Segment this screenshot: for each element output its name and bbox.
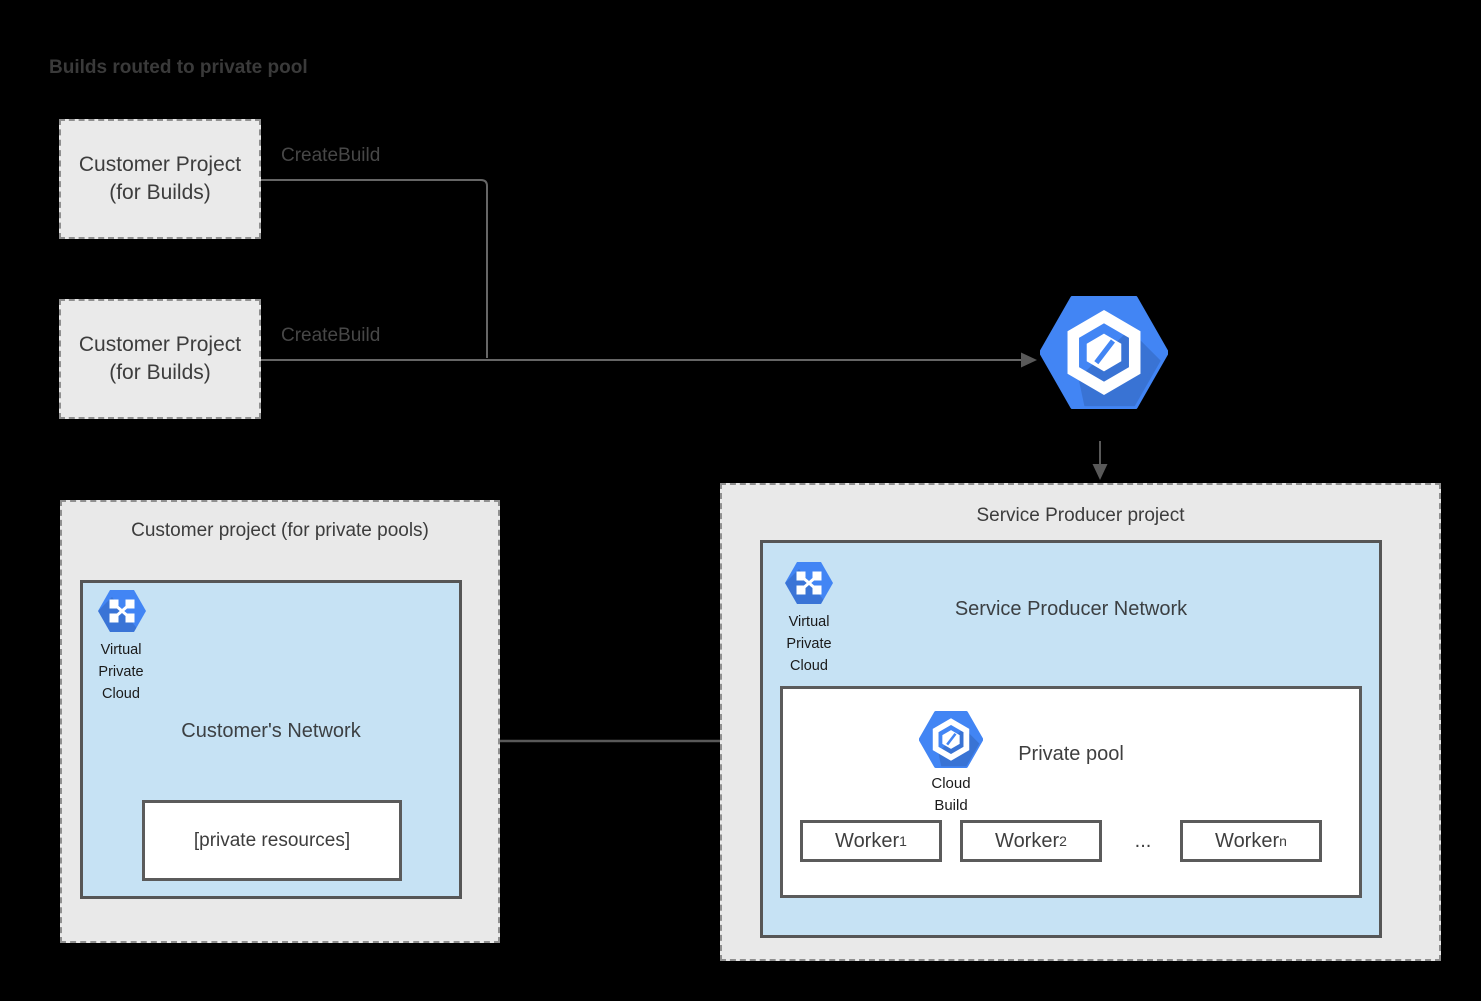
- vpc-icon-label: Virtual Private Cloud: [786, 614, 832, 674]
- vpc-icon-label: Virtual Private Cloud: [98, 642, 144, 702]
- customer-build-project-label: Customer Project (for Builds): [78, 332, 242, 384]
- customer-network-title: Customer's Network: [181, 720, 361, 742]
- customer-build-project-box-2: Customer Project (for Builds): [59, 299, 261, 419]
- customer-network-box: Virtual Private Cloud Customer's Network…: [80, 580, 462, 899]
- private-pool-title: Private pool: [1018, 743, 1124, 765]
- cloud-build-icon-label: Cloud Build: [931, 775, 971, 814]
- worker-label: Worker: [835, 829, 900, 852]
- service-producer-project-title: Service Producer project: [976, 505, 1185, 526]
- customer-build-project-box-1: Customer Project (for Builds): [59, 119, 261, 239]
- cloud-build-icon: [919, 711, 983, 768]
- service-producer-network-box: Virtual Private Cloud Service Producer N…: [760, 540, 1382, 938]
- private-resources-label: [private resources]: [193, 829, 351, 851]
- page-title: Builds routed to private pool: [49, 57, 308, 78]
- worker-label: Worker: [995, 829, 1060, 852]
- private-resources-box: [private resources]: [142, 800, 402, 881]
- cloud-build-icon: [1040, 296, 1168, 409]
- customer-build-project-label: Customer Project (for Builds): [78, 152, 242, 204]
- worker-ellipsis: ...: [1134, 829, 1152, 852]
- createbuild-label-2: CreateBuild: [281, 325, 381, 346]
- createbuild-label-1: CreateBuild: [281, 145, 381, 166]
- customer-pool-project-box: Customer project (for private pools) Vir…: [60, 500, 500, 943]
- service-producer-project-box: Service Producer project Virtual Private…: [720, 483, 1441, 961]
- customer-pool-project-title: Customer project (for private pools): [131, 520, 429, 541]
- virtual-private-cloud-icon: [97, 589, 147, 633]
- virtual-private-cloud-icon: [784, 561, 834, 605]
- service-producer-network-title: Service Producer Network: [954, 598, 1188, 620]
- worker-label: Worker: [1215, 829, 1280, 852]
